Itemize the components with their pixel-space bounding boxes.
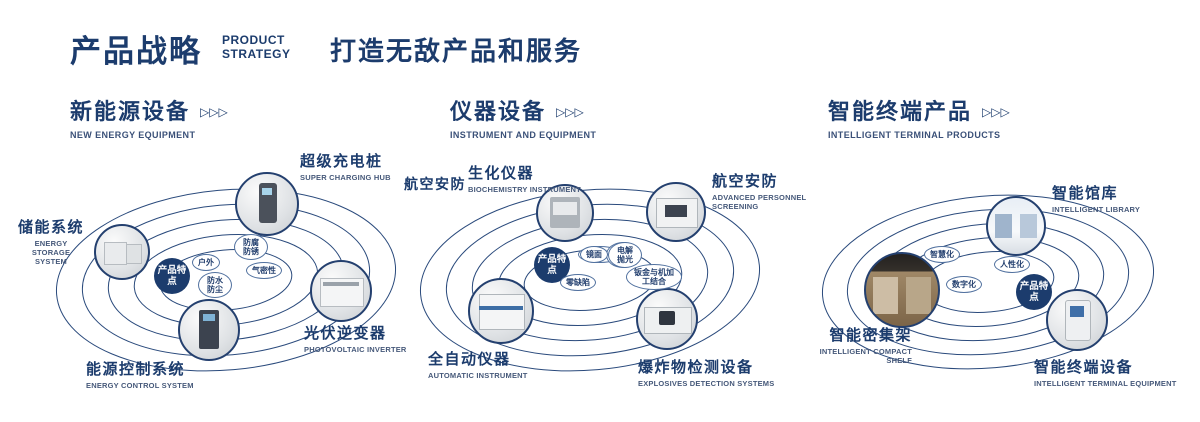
orbit-label-zero-defect: 零缺陷 [560,274,596,291]
product-label-compact-shelf: 智能密集架 INTELLIGENT COMPACT SHELF [819,327,912,365]
automatic-instrument-photo [468,278,534,344]
orbit-label-mirror: 镜面 [580,246,608,263]
product-label-explosives: 爆炸物检测设备 EXPLOSIVES DETECTION SYSTEMS [638,359,775,388]
triple-arrow-icon: ▷▷▷ [200,104,228,119]
product-features-badge: 产品特点 [1016,274,1052,310]
section-title: 新能源设备 [70,99,191,124]
page-title-en: PRODUCT STRATEGY [222,33,290,61]
page-title-en-line1: PRODUCT [222,33,285,47]
photovoltaic-inverter-photo [310,260,372,322]
section-header-new-energy: 新能源设备 ▷▷▷ NEW ENERGY EQUIPMENT [70,94,228,140]
page-tagline: 打造无敌产品和服务 [330,36,583,66]
orbit-label: 气密性 [246,262,282,279]
section-title: 仪器设备 [450,99,547,124]
orbit-label-sheet-metal: 钣金与机加工结合 [626,264,682,290]
product-label-library: 智能馆库 INTELLIGENT LIBRARY [1052,185,1141,214]
product-label-inverter: 光伏逆变器 PHOTOVOLTAIC INVERTER [304,325,407,354]
product-label-automatic: 全自动仪器 AUTOMATIC INSTRUMENT [428,351,528,380]
side-label-aviation-security: 航空安防 [404,176,466,192]
section-title: 智能终端产品 [828,99,973,124]
orbit-label: 防腐防锈 [234,234,268,260]
orbit-label: 户外 [192,254,220,271]
energy-control-photo [178,299,240,361]
product-label-terminal-equipment: 智能终端设备 INTELLIGENT TERMINAL EQUIPMENT [1034,359,1177,388]
personnel-screening-photo [646,182,706,242]
terminal-equipment-photo [1046,289,1108,351]
section-subtitle: NEW ENERGY EQUIPMENT [70,130,196,140]
energy-storage-photo [94,224,150,280]
intelligent-library-photo [986,196,1046,256]
triple-arrow-icon: ▷▷▷ [982,104,1010,119]
product-features-badge: 产品特点 [154,258,190,294]
orbit-label-humanized: 人性化 [994,256,1030,273]
orbit-label: 防水防尘 [198,272,232,298]
product-label-biochemistry: 生化仪器 BIOCHEMISTRY INSTRUMENT [468,165,581,194]
product-label-energy-storage: 储能系统 ENERGY STORAGE SYSTEM [17,219,84,266]
page-title-en-line2: STRATEGY [222,47,291,61]
biochemistry-instrument-photo [536,184,594,242]
triple-arrow-icon: ▷▷▷ [556,104,584,119]
section-subtitle: INSTRUMENT AND EQUIPMENT [450,130,597,140]
orbit-label-intelligent: 智慧化 [924,246,960,263]
product-label-screening: 航空安防 ADVANCED PERSONNEL SCREENING [712,173,807,211]
compact-shelf-photo [864,252,940,328]
charging-hub-photo [235,172,299,236]
section-subtitle: INTELLIGENT TERMINAL PRODUCTS [828,130,1001,140]
explosives-detection-photo [636,288,698,350]
orbit-label-electropolish: 电解抛光 [608,242,642,268]
product-label-charging-hub: 超级充电桩 SUPER CHARGING HUB [300,153,391,182]
page-title: 产品战略 [70,34,202,69]
orbit-label-digital: 数字化 [946,276,982,293]
section-header-instrument: 仪器设备 ▷▷▷ INSTRUMENT AND EQUIPMENT [450,94,596,140]
section-header-intelligent: 智能终端产品 ▷▷▷ INTELLIGENT TERMINAL PRODUCTS [828,94,1010,140]
product-label-energy-control: 能源控制系统 ENERGY CONTROL SYSTEM [86,361,194,390]
